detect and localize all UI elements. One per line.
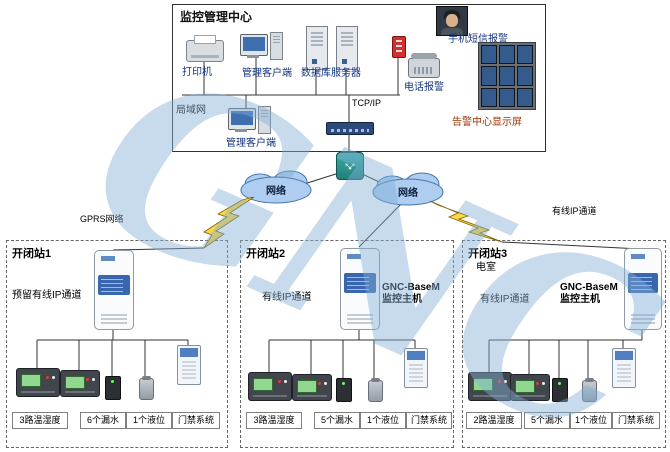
server-label: 服务器 <box>331 68 361 79</box>
alarm-beacon-icon <box>392 36 406 58</box>
device-label-chip: 3路温湿度 <box>12 412 68 429</box>
device-label-chip: 2路温湿度 <box>466 412 522 429</box>
monitor-cell <box>481 45 497 65</box>
host-name: GNC-BaseM <box>382 282 440 293</box>
station-3-channel-label: 有线IP通道 <box>480 294 530 305</box>
station-2-title: 开闭站2 <box>246 248 286 260</box>
phone-alarm-label: 电话报警 <box>404 82 444 93</box>
host-role: 监控主机 <box>560 294 600 305</box>
access-control-icon <box>404 348 428 388</box>
printer-label: 打印机 <box>182 67 212 78</box>
wired-channel-label: 有线IP通道 <box>552 206 597 216</box>
lan-label: 局域网 <box>176 105 206 116</box>
device-label-chip: 5个漏水 <box>314 412 360 429</box>
device-label-chip: 6个漏水 <box>80 412 126 429</box>
sms-alarm-label: 手机短信报警 <box>448 34 508 45</box>
device-label-chip: 3路温湿度 <box>246 412 302 429</box>
cloud-right-label: 网络 <box>398 186 418 199</box>
device-label-chip: 门禁系统 <box>406 412 452 429</box>
control-center-title: 监控管理中心 <box>180 10 253 24</box>
monitor-cell <box>499 45 515 65</box>
monitor-cell <box>517 66 533 86</box>
gprs-network-label: GPRS网络 <box>80 214 124 224</box>
telephone-icon <box>408 53 440 78</box>
monitoring-host-icon <box>340 248 380 330</box>
device-label-chip: 1个液位 <box>360 412 406 429</box>
video-wall-label: 告警中心显示屏 <box>452 117 522 128</box>
device-label-chip: 5个漏水 <box>524 412 570 429</box>
device-label-chip: 门禁系统 <box>172 412 220 429</box>
tcpip-label: TCP/IP <box>352 98 382 108</box>
water-leak-sensor-icon <box>336 378 352 402</box>
monitor-cell <box>517 87 533 107</box>
device-label-chip: 1个液位 <box>570 412 612 429</box>
monitor-cell <box>481 66 497 86</box>
access-control-icon <box>177 345 201 385</box>
video-wall-icon <box>478 42 536 110</box>
access-control-icon <box>612 348 636 388</box>
device-label-chip: 门禁系统 <box>612 412 660 429</box>
liquid-level-sensor-icon <box>368 378 383 402</box>
device-label-chip: 1个液位 <box>126 412 172 429</box>
liquid-level-sensor-icon <box>582 378 597 402</box>
cloud-left-label: 网络 <box>266 184 286 197</box>
monitor-cell <box>517 45 533 65</box>
host-name: GNC-BaseM <box>560 282 618 293</box>
station-3-host-label: GNC-BaseM 监控主机 <box>560 282 618 306</box>
cloud-left-icon: 网络 <box>240 170 312 204</box>
client-bottom-label: 管理客户端 <box>226 138 276 149</box>
temp-humidity-controller-icon <box>468 372 512 401</box>
station-1-channel-label: 预留有线IP通道 <box>12 290 82 301</box>
host-role: 监控主机 <box>382 294 422 305</box>
temp-humidity-controller-icon <box>510 374 550 401</box>
monitor-cell <box>499 66 515 86</box>
operator-photo <box>436 6 468 36</box>
liquid-level-sensor-icon <box>139 376 154 400</box>
monitor-cell <box>499 87 515 107</box>
monitor-cell <box>481 87 497 107</box>
monitoring-host-icon <box>624 248 662 330</box>
client-computer-top-icon <box>240 30 286 60</box>
lan-switch-icon <box>326 122 374 135</box>
water-leak-sensor-icon <box>552 378 568 402</box>
client-top-label: 管理客户端 <box>242 68 292 79</box>
station-2-channel-label: 有线IP通道 <box>262 292 312 303</box>
temp-humidity-controller-icon <box>16 368 60 397</box>
station-2-host-label: GNC-BaseM 监控主机 <box>382 282 440 306</box>
temp-humidity-controller-icon <box>292 374 332 401</box>
core-switch-icon: ↔↔ <box>336 152 364 180</box>
lightning-right-icon <box>429 200 503 243</box>
database-label: 数据库 <box>301 68 331 79</box>
cloud-right-icon: 网络 <box>372 172 444 206</box>
printer-icon <box>186 35 224 62</box>
station-3-room-label: 电室 <box>476 262 496 273</box>
monitoring-host-icon <box>94 250 134 330</box>
water-leak-sensor-icon <box>105 376 121 400</box>
temp-humidity-controller-icon <box>248 372 292 401</box>
temp-humidity-controller-icon <box>60 370 100 397</box>
station-1-title: 开闭站1 <box>12 248 52 260</box>
client-computer-bottom-icon <box>228 104 274 134</box>
